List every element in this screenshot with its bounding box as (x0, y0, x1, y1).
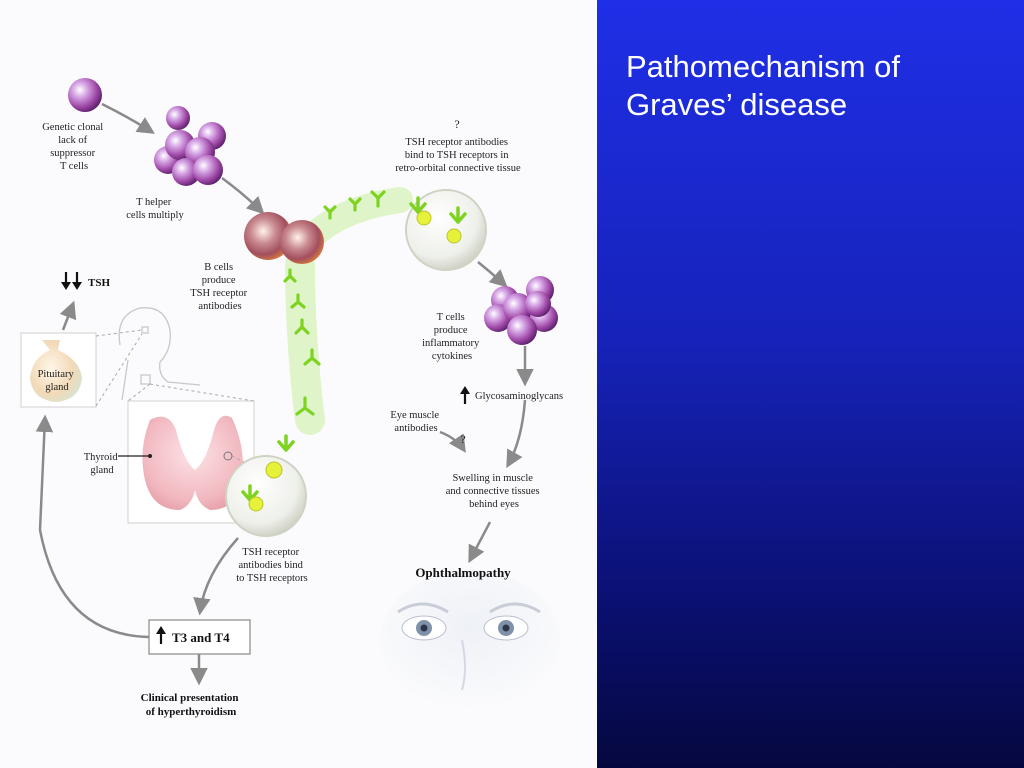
antibodies (283, 190, 386, 416)
label-swelling: Swelling in muscle and connective tissue… (446, 473, 543, 510)
label-thyroid: Thyroid gland (84, 452, 120, 476)
arrow-thelper-to-bcells (221, 176, 265, 215)
b-cells (244, 212, 324, 264)
thyroid-leader-1 (127, 383, 151, 402)
label-b-cells: B cells produce TSH receptor antibodies (190, 262, 249, 312)
label-t-cells-cytokines: T cells produce inflammatory cytokines (422, 312, 482, 362)
thyroid-receptor-circle (225, 434, 307, 537)
label-tsh-bind-thyroid: TSH receptor antibodies bind to TSH rece… (236, 547, 308, 584)
arrow-pituitary-to-tsh (59, 300, 77, 331)
single-t-cell (68, 78, 102, 112)
label-glycosaminoglycans: Glycosaminoglycans (475, 391, 563, 402)
arrow-glyco-to-swelling (506, 399, 527, 469)
tsh-decrease-arrows (61, 272, 82, 290)
label-ophthalmopathy: Ophthalmopathy (415, 565, 511, 580)
thyroid-pointer-dot (148, 454, 152, 458)
label-pituitary: Pituitary gland (38, 369, 77, 393)
label-t3-t4: T3 and T4 (172, 630, 230, 645)
label-t-helper: T helper cells multiply (126, 197, 184, 221)
arrow-swelling-to-ophthalmopathy (468, 521, 492, 564)
retro-orbital-receptor-circle (405, 189, 487, 271)
arrow-thyroid-to-t3t4 (193, 537, 239, 616)
thyroid-leader-2 (149, 383, 255, 402)
t-cells-cytokine-cluster (484, 276, 558, 345)
question-mark-eye: ? (460, 432, 465, 446)
pituitary-leader-2 (95, 333, 143, 407)
t3t4-up-arrow-head (156, 626, 166, 634)
slide-title-line-2: Graves’ disease (626, 87, 848, 122)
slide-title: Pathomechanism of Graves’ disease (626, 48, 1016, 124)
slide-title-line-1: Pathomechanism of (626, 49, 900, 84)
head-silhouette (118, 307, 201, 401)
title-panel: Pathomechanism of Graves’ disease (597, 0, 1024, 768)
label-eye-muscle: Eye muscle antibodies (390, 410, 441, 434)
diagram-panel: Genetic clonal lack of suppressor T cell… (20, 78, 564, 718)
eyes-face-illustration (380, 570, 560, 710)
question-mark-top: ? (454, 117, 459, 131)
t-helper-cluster (154, 106, 226, 186)
label-clinical: Clinical presentation of hyperthyroidism (141, 692, 242, 718)
graves-pathway-diagram: Genetic clonal lack of suppressor T cell… (20, 78, 563, 718)
arrow-clonal-to-thelper (101, 102, 155, 134)
pituitary-leader (95, 329, 143, 337)
pituitary-gland-illustration (30, 340, 82, 402)
label-genetic-clonal: Genetic clonal lack of suppressor T cell… (42, 122, 106, 172)
antibody-glow-down (285, 250, 325, 435)
label-tsh: TSH (88, 277, 110, 289)
arrow-eye-muscle-to-swelling (439, 430, 466, 453)
arrow-orbital-to-tcells (477, 261, 508, 288)
label-tsh-bind-orbital: TSH receptor antibodies bind to TSH rece… (395, 137, 521, 174)
arrow-feedback-to-pituitary (35, 414, 150, 639)
increase-arrow-head-glyco (460, 386, 470, 394)
